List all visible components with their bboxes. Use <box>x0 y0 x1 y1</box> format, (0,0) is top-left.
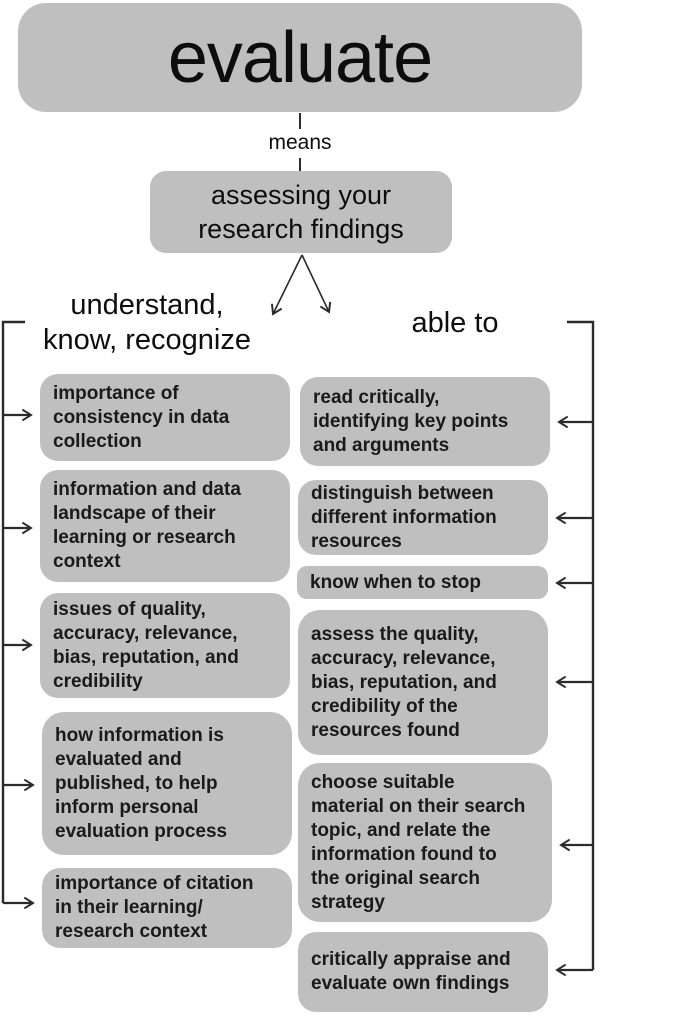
left-bracket-line <box>1 320 25 903</box>
right-item-1-text: read critically, identifying key points … <box>313 386 509 456</box>
definition-box: assessing your research findings <box>150 171 452 253</box>
left-item-3-text: issues of quality, accuracy, relevance, … <box>53 598 239 692</box>
fork-arrow-left <box>270 254 303 316</box>
fork-arrow-right <box>301 254 332 314</box>
left-item-5-text: importance of citation in their learning… <box>55 873 254 942</box>
right-item-6: critically appraise and evaluate own fin… <box>298 932 548 1012</box>
right-item-2-text: distinguish between different informatio… <box>311 482 497 552</box>
left-item-1-text: importance of consistency in data collec… <box>53 382 230 452</box>
right-item-1: read critically, identifying key points … <box>300 377 550 466</box>
left-item-3: issues of quality, accuracy, relevance, … <box>40 593 290 698</box>
right-column-header: able to <box>411 307 499 339</box>
page-title: evaluate <box>167 17 433 98</box>
definition-text: assessing your research findings <box>198 180 404 244</box>
right-item-2: distinguish between different informatio… <box>298 480 548 555</box>
left-item-4-text: how information is evaluated and publish… <box>55 724 228 842</box>
left-item-4: how information is evaluated and publish… <box>42 712 292 855</box>
right-item-3: know when to stop <box>297 566 548 599</box>
right-item-4-text: assess the quality, accuracy, relevance,… <box>311 623 497 741</box>
right-item-5-text: choose suitable material on their search… <box>311 771 526 913</box>
right-bracket-line <box>567 320 595 970</box>
right-item-4: assess the quality, accuracy, relevance,… <box>298 610 548 755</box>
left-column-header: understand, know, recognize <box>43 289 251 356</box>
title-box: evaluate <box>18 3 582 112</box>
left-item-2-text: information and data landscape of their … <box>53 479 241 572</box>
left-item-1: importance of consistency in data collec… <box>40 374 290 461</box>
connector-label: means <box>268 131 332 154</box>
left-item-5: importance of citation in their learning… <box>42 868 292 948</box>
right-item-3-text: know when to stop <box>310 571 481 593</box>
left-item-2: information and data landscape of their … <box>40 470 290 582</box>
right-item-6-text: critically appraise and evaluate own fin… <box>311 949 511 994</box>
right-item-5: choose suitable material on their search… <box>298 763 552 922</box>
